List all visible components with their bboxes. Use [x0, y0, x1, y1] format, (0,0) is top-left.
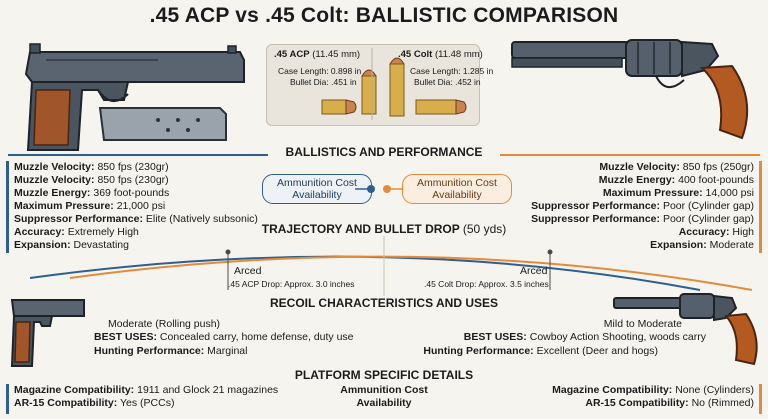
- ammo-cost-pill-acp: Ammunition Cost Availability: [262, 174, 372, 204]
- colt-stat-row: Accuracy: High: [678, 226, 754, 238]
- colt-cartridge-side: [415, 99, 467, 115]
- colt-bullet-diameter: Bullet Dia: .452 in: [414, 77, 481, 87]
- acp-stat-row: Suppressor Performance: Elite (Natively …: [14, 213, 258, 225]
- left-accent-bar: [6, 161, 9, 253]
- section-ballistics: BALLISTICS AND PERFORMANCE: [285, 145, 483, 159]
- acp-drop-marker: [225, 249, 231, 290]
- magazine-illustration: [98, 107, 227, 141]
- ammo-cost-pill-colt: Ammunition Cost Availability: [402, 174, 512, 204]
- divider-right-orange: [500, 154, 760, 156]
- section-recoil: RECOIL CHARACTERISTICS AND USES: [269, 296, 499, 310]
- colt-magazine-compat: Magazine Compatibility: None (Cylinders): [552, 384, 754, 396]
- acp-cartridge-upright: [361, 69, 377, 115]
- right-platform-bar: [759, 384, 762, 414]
- colt-cartridge-upright: [389, 57, 405, 117]
- colt-stat-row: Muzzle Velocity: 850 fps (250gr): [599, 161, 754, 173]
- cartridge-illustrations: [321, 48, 467, 120]
- acp-stat-row: Accuracy: Extremely High: [14, 226, 139, 238]
- acp-stat-row: Muzzle Energy: 369 foot-pounds: [14, 187, 170, 199]
- platform-center-label: Ammunition Cost Availability: [340, 384, 428, 409]
- colt-platform-list: Magazine Compatibility: None (Cylinders)…: [552, 384, 754, 410]
- acp-platform-list: Magazine Compatibility: 1911 and Glock 2…: [14, 384, 278, 410]
- section-platform: PLATFORM SPECIFIC DETAILS: [294, 368, 474, 382]
- acp-ar15-compat: AR-15 Compatibility: Yes (PCCs): [14, 397, 175, 409]
- colt-stats-list: Muzzle Velocity: 850 fps (250gr) Muzzle …: [531, 161, 754, 252]
- revolver-small-illustration: [613, 293, 758, 366]
- pistol-1911-illustration: [24, 43, 245, 151]
- right-accent-bar: [759, 161, 762, 253]
- colt-trajectory-label: Arced: [520, 265, 548, 277]
- acp-stat-row: Muzzle Velocity: 850 fps (230gr): [14, 161, 169, 173]
- acp-case-length: Case Length: 0.898 in: [278, 66, 362, 76]
- acp-best-uses: BEST USES: Concealed carry, home defense…: [94, 331, 354, 343]
- colt-stat-row: Muzzle Energy: 400 foot-pounds: [598, 174, 754, 186]
- acp-drop-text: .45 ACP Drop: Approx. 3.0 inches: [228, 279, 355, 289]
- colt-trajectory-line: [69, 255, 753, 291]
- acp-stat-row: Muzzle Velocity: 850 fps (230gr): [14, 174, 169, 186]
- colt-stat-row: Expansion: Moderate: [650, 239, 754, 251]
- left-platform-bar: [6, 384, 9, 414]
- trajectory-arcs: [29, 236, 753, 296]
- pistol-small-illustration: [10, 299, 85, 367]
- acp-trajectory-line: [29, 255, 701, 291]
- acp-hunting-performance: Hunting Performance: Marginal: [94, 345, 248, 357]
- colt-stat-row: Maximum Pressure: 14,000 psi: [602, 187, 754, 199]
- colt-hunting-performance: Hunting Performance: Excellent (Deer and…: [423, 345, 658, 357]
- acp-bullet-diameter: Bullet Dia: .451 in: [290, 77, 357, 87]
- revolver-illustration: [511, 39, 749, 140]
- colt-recoil-feel: Mild to Moderate: [603, 318, 682, 330]
- colt-best-uses: BEST USES: Cowboy Action Shooting, woods…: [463, 331, 706, 343]
- colt-case-length: Case Length: 1.285 in: [410, 66, 494, 76]
- colt-drop-text: .45 Colt Drop: Approx. 3.5 inches: [424, 279, 549, 289]
- divider-left-blue: [8, 154, 268, 156]
- acp-cartridge-heading: .45 ACP (11.45 mm): [274, 49, 361, 60]
- page-title: .45 ACP vs .45 Colt: BALLISTIC COMPARISO…: [149, 4, 619, 27]
- acp-magazine-compat: Magazine Compatibility: 1911 and Glock 2…: [14, 384, 279, 396]
- colt-ar15-compat: AR-15 Compatibility: No (Rimmed): [585, 397, 754, 409]
- acp-stat-row: Maximum Pressure: 21,000 psi: [14, 200, 166, 212]
- acp-cartridge-side: [321, 99, 357, 115]
- colt-cartridge-heading: .45 Colt (11.48 mm): [398, 49, 483, 60]
- colt-drop-marker: [547, 249, 553, 290]
- colt-stat-row: Suppressor Performance: Poor (Cylinder g…: [531, 200, 754, 212]
- pill-connector: [355, 185, 403, 193]
- acp-recoil-feel: Moderate (Rolling push): [108, 318, 221, 330]
- acp-stat-row: Expansion: Devastating: [14, 239, 129, 251]
- acp-trajectory-label: Arced: [234, 265, 262, 277]
- acp-stats-list: Muzzle Velocity: 850 fps (230gr) Muzzle …: [14, 161, 258, 252]
- section-trajectory: TRAJECTORY AND BULLET DROP (50 yds): [261, 222, 507, 236]
- colt-stat-row: Suppressor Performance: Poor (Cylinder g…: [531, 213, 754, 225]
